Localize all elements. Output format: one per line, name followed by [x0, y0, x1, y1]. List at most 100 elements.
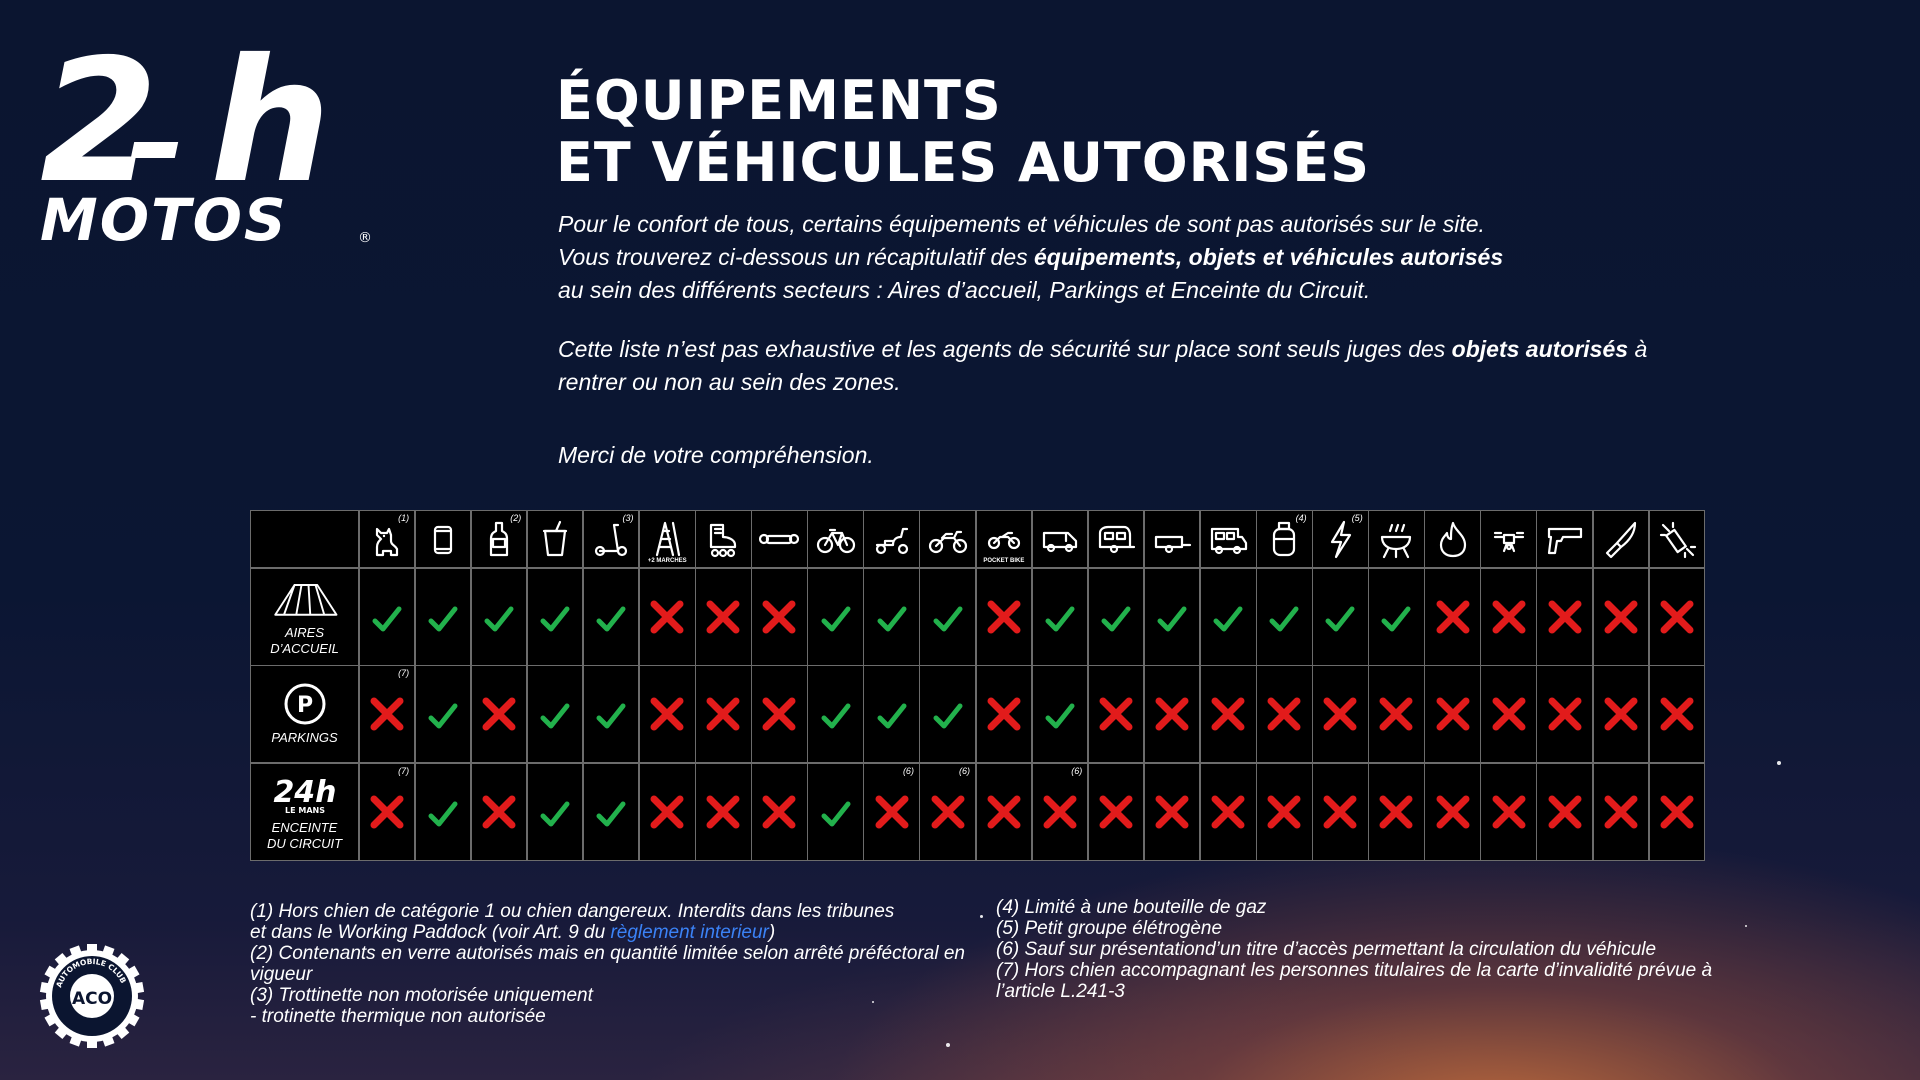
cross-icon	[1433, 597, 1473, 637]
can-icon	[423, 519, 463, 559]
status-cell	[1369, 763, 1424, 860]
status-cell	[1593, 763, 1649, 860]
status-cell	[471, 666, 527, 762]
hoverboard-icon	[759, 519, 800, 559]
status-cell	[639, 666, 695, 762]
scooter-icon	[591, 519, 631, 559]
status-cell	[1032, 568, 1088, 665]
status-cell	[1425, 763, 1480, 860]
column-header	[696, 511, 751, 567]
status-cell	[1369, 666, 1424, 762]
status-cell	[1257, 763, 1312, 860]
gun-icon	[1545, 519, 1585, 559]
column-header	[1200, 511, 1256, 567]
status-cell	[1032, 666, 1088, 762]
check-icon	[1101, 605, 1131, 635]
status-cell	[696, 666, 751, 762]
status-cell	[976, 763, 1032, 860]
status-cell	[1088, 568, 1144, 665]
check-icon	[877, 702, 907, 732]
cross-icon	[1489, 597, 1529, 637]
check-icon	[877, 605, 907, 635]
svg-text:24h: 24h	[273, 775, 336, 810]
status-cell	[1088, 666, 1144, 762]
footnote-ref: (6)	[1071, 765, 1083, 776]
status-cell	[1481, 666, 1536, 762]
footnote-ref: (6)	[959, 765, 971, 776]
logo-motos-text: MOTOS	[40, 186, 288, 254]
cross-icon	[1152, 792, 1192, 832]
status-cell	[808, 568, 863, 665]
check-icon	[1045, 702, 1075, 732]
cross-icon	[1489, 792, 1529, 832]
status-cell	[1537, 666, 1593, 762]
cross-icon	[367, 694, 407, 734]
cup-icon	[535, 519, 575, 559]
status-cell	[583, 763, 639, 860]
reglement-interieur-link[interactable]: règlement interieur	[610, 922, 769, 943]
status-cell	[808, 763, 863, 860]
cross-icon	[1152, 694, 1192, 734]
row-label: PARKINGS	[271, 730, 338, 745]
star-decoration	[872, 1001, 874, 1003]
footnote-4: (4) Limité à une bouteille de gaz	[996, 897, 1267, 918]
footnote-ref: (1)	[398, 513, 410, 523]
column-header: +2 MARCHES	[639, 511, 695, 567]
cross-icon	[872, 792, 912, 832]
footnote-ref: (6)	[902, 765, 914, 776]
status-cell	[1313, 568, 1368, 665]
svg-text:®: ®	[358, 230, 372, 246]
row-header: AIRES D’ACCUEIL	[251, 568, 358, 665]
cross-icon	[1320, 694, 1360, 734]
status-cell	[976, 568, 1032, 665]
cross-icon	[1376, 792, 1416, 832]
check-icon	[1045, 605, 1075, 635]
status-cell	[1144, 763, 1200, 860]
cross-icon	[703, 792, 743, 832]
column-header	[1369, 511, 1424, 567]
cross-icon	[928, 792, 968, 832]
status-cell	[1088, 763, 1144, 860]
check-icon	[1269, 605, 1299, 635]
status-cell	[1313, 666, 1368, 762]
status-cell: (6)	[864, 763, 919, 860]
star-decoration	[980, 915, 983, 918]
check-icon	[428, 605, 458, 635]
check-icon	[596, 800, 626, 830]
intro-paragraph-3: Merci de votre compréhension.	[558, 442, 874, 468]
status-cell	[1481, 763, 1536, 860]
intro-text: Pour le confort de tous, certains équipe…	[558, 208, 1658, 498]
status-cell	[359, 568, 415, 665]
cross-icon	[759, 792, 799, 832]
fire-icon	[1433, 519, 1473, 559]
rollerskate-icon	[703, 519, 743, 559]
status-cell	[1649, 568, 1705, 665]
cross-icon	[479, 694, 519, 734]
status-cell	[639, 763, 695, 860]
cross-icon	[1657, 792, 1697, 832]
cross-icon	[1376, 694, 1416, 734]
column-header: (2)	[471, 511, 527, 567]
footnote-3b: - trotinette thermique non autorisée	[250, 1006, 546, 1027]
status-cell	[1257, 666, 1312, 762]
status-cell: (6)	[920, 763, 976, 860]
status-cell	[1144, 666, 1200, 762]
footnotes-right: (4) Limité à une bouteille de gaz (5) Pe…	[996, 897, 1716, 1002]
cross-icon	[1040, 792, 1080, 832]
column-header	[1425, 511, 1480, 567]
cross-icon	[1433, 792, 1473, 832]
check-icon	[540, 702, 570, 732]
check-icon	[821, 702, 851, 732]
check-icon	[484, 605, 514, 635]
page-title: ÉQUIPEMENTS ET VÉHICULES AUTORISÉS	[556, 70, 1370, 194]
footnote-2: (2) Contenants en verre autorisés mais e…	[250, 943, 965, 985]
logo-h-glyph: h	[210, 30, 331, 221]
cross-icon	[703, 694, 743, 734]
status-cell	[583, 568, 639, 665]
gas-bottle-icon	[1264, 519, 1304, 559]
column-header	[527, 511, 583, 567]
status-cell	[1425, 568, 1480, 665]
footnote-ref: (5)	[1351, 513, 1363, 523]
cross-icon	[1096, 694, 1136, 734]
